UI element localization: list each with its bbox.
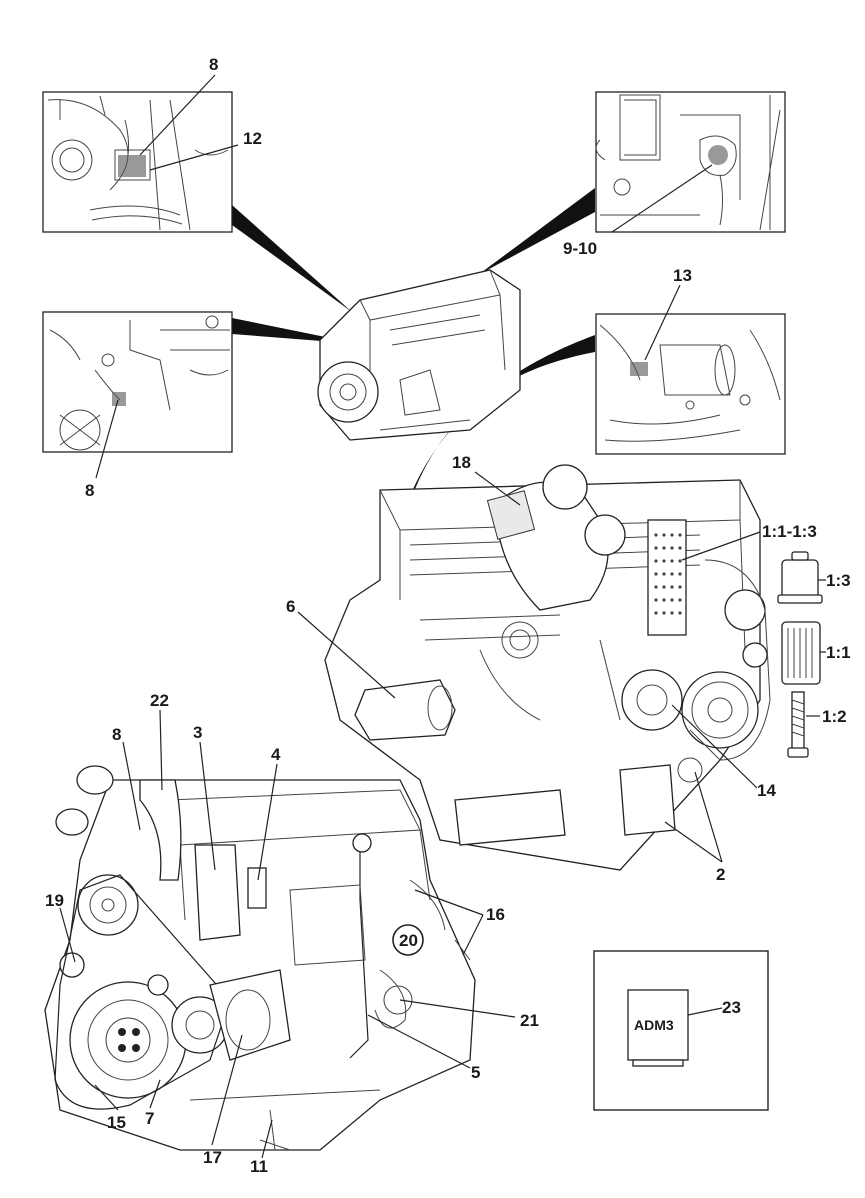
callout-11: 11 [250,1157,268,1176]
pointer-wedge-top-left [232,205,352,312]
callout-1-3: 1:3 [826,571,851,590]
callout-18: 18 [452,453,471,472]
callout-14: 14 [757,781,776,800]
callout-23: 23 [722,998,741,1017]
inset-panel-top-left: 8 12 [42,55,262,233]
callout-1-1-1-3: 1:1-1:3 [762,522,817,541]
callout-1-2: 1:2 [822,707,847,726]
callout-9-10: 9-10 [563,239,597,258]
inset-panel-top-right: 9-10 [563,91,786,258]
callout-17: 17 [203,1148,222,1167]
inset-panel-mid-left: 8 [42,311,233,500]
callout-20-circle [392,924,424,956]
engine-left-side-icon: 20 [44,765,476,1151]
callout-21: 21 [520,1011,539,1030]
callout-8-top: 8 [209,55,218,74]
callout-12: 12 [243,129,262,148]
inset-panel-mid-right: 13 [595,266,786,455]
callout-7: 7 [145,1109,154,1128]
callout-19: 19 [45,891,64,910]
callout-2: 2 [716,865,725,884]
callout-1-1: 1:1 [826,643,851,662]
callout-4: 4 [271,745,281,764]
callout-16: 16 [486,905,505,924]
mid-engine-callouts: 18 1:1-1:3 6 14 2 [286,453,817,884]
callout-8-bottom: 8 [112,725,121,744]
pointer-wedge-top-right [478,188,595,275]
engine-right-side-icon [324,464,771,871]
callout-6: 6 [286,597,295,616]
filter-parts: 1:3 1:1 1:2 [777,551,851,758]
left-engine-callouts: 22 8 3 4 19 16 21 5 15 7 17 11 [45,691,539,1176]
callout-22: 22 [150,691,169,710]
callout-8-left: 8 [85,481,94,500]
callout-5: 5 [471,1063,480,1082]
control-unit-icon: ADM3 23 [593,950,769,1111]
adm-label: ADM3 [634,1017,674,1033]
callout-3: 3 [193,723,202,742]
engine-overview-icon [317,269,521,441]
callout-15: 15 [107,1113,126,1132]
callout-13: 13 [673,266,692,285]
callout-20: 20 [399,931,418,950]
